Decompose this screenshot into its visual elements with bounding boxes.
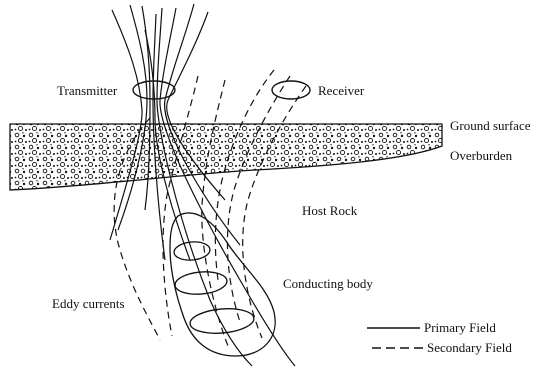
eddy-currents-label: Eddy currents	[52, 296, 125, 311]
host-rock-label: Host Rock	[302, 203, 357, 218]
transmitter-label: Transmitter	[57, 83, 117, 98]
conducting-body	[170, 213, 275, 356]
receiver-label: Receiver	[318, 83, 364, 98]
legend-primary-label: Primary Field	[424, 320, 496, 335]
conducting-body-label: Conducting body	[283, 276, 373, 291]
primary-field-lines	[110, 4, 295, 366]
secondary-field-lines	[114, 70, 306, 346]
overburden-layer	[10, 124, 442, 190]
ground-surface-label: Ground surface	[450, 118, 531, 133]
legend-secondary-label: Secondary Field	[427, 340, 512, 355]
receiver-loop	[272, 81, 310, 99]
overburden-label: Overburden	[450, 148, 512, 163]
